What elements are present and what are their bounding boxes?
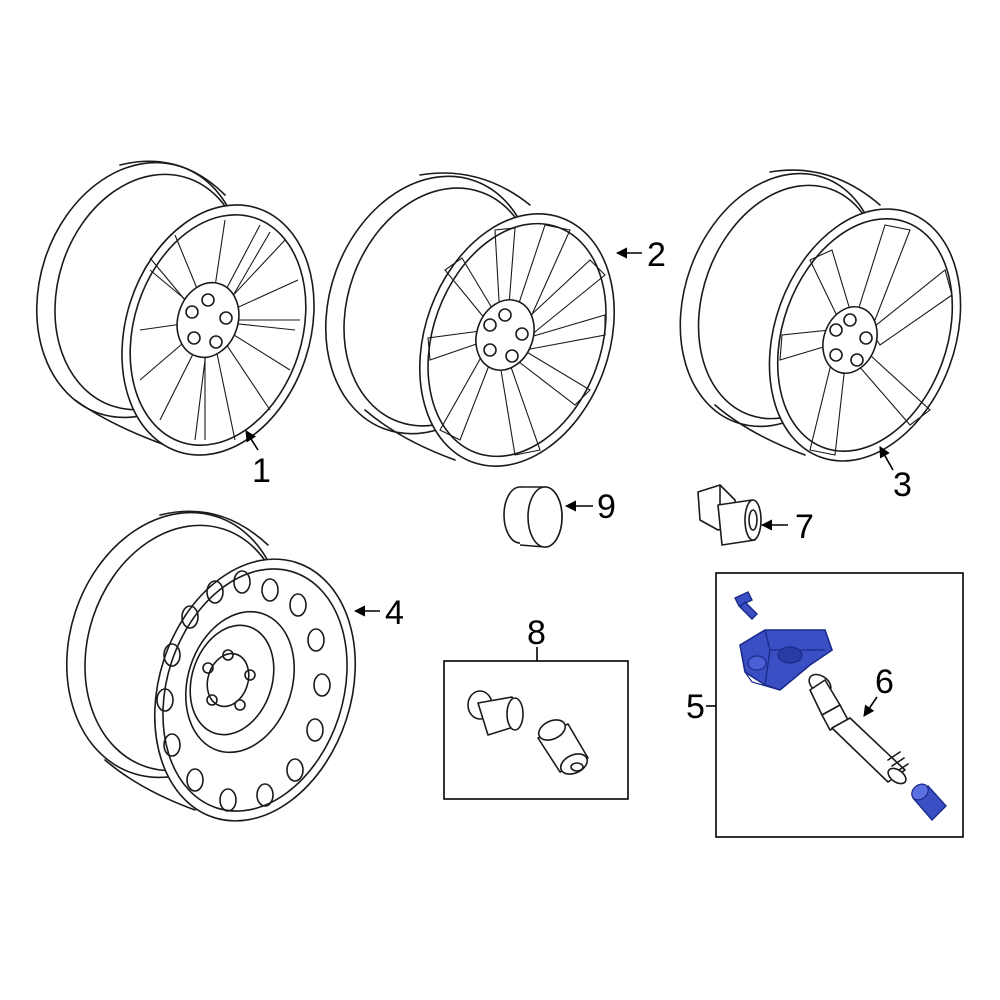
lock-nut [467, 690, 524, 736]
callout-1: 1 [252, 452, 271, 490]
wheel-part-4[interactable] [33, 484, 387, 847]
callout-8: 8 [527, 614, 546, 652]
callout-7: 7 [795, 508, 814, 546]
wheel-part-3[interactable] [646, 145, 994, 488]
lock-key [537, 719, 589, 775]
callout-9: 9 [597, 488, 616, 526]
callout-4: 4 [385, 594, 404, 632]
tpms-sensor-part-5[interactable] [734, 591, 947, 822]
sensor-body [739, 629, 833, 691]
tpms-kit-box [715, 572, 964, 838]
callout-6: 6 [875, 663, 894, 701]
callout-5: 5 [686, 688, 705, 726]
valve-cap [911, 783, 947, 822]
valve-stem-part-6[interactable] [806, 671, 909, 787]
callout-2: 2 [647, 236, 666, 274]
sensor-screw [734, 591, 758, 620]
callout-labels: 1 2 3 4 5 6 7 8 9 [252, 236, 912, 726]
lug-nut-part-7[interactable] [697, 484, 762, 546]
leader-lines [245, 247, 894, 717]
callout-3: 3 [893, 466, 912, 504]
center-cap-part-9[interactable] [503, 486, 563, 548]
wheel-part-2[interactable] [291, 147, 648, 494]
wheel-lock-kit-part-8[interactable] [443, 660, 629, 800]
wheel-part-1[interactable] [5, 135, 345, 480]
